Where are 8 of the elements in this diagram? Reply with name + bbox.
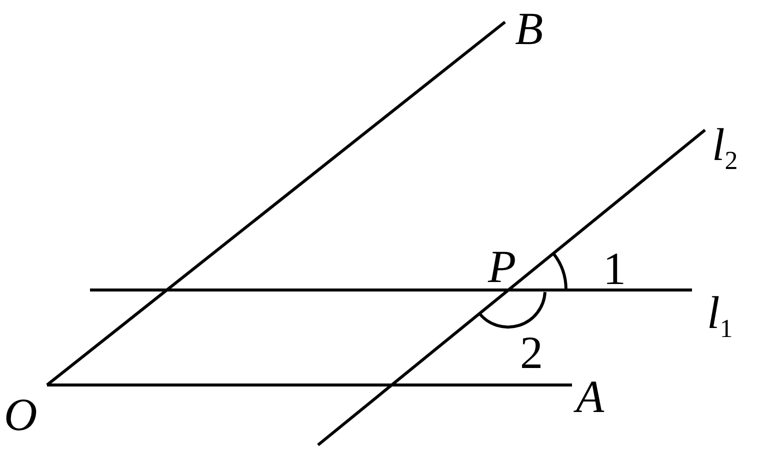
line-label: l$_{2}$	[712, 122, 738, 174]
point-label: B	[515, 6, 544, 52]
line-label: l$_{1}$	[707, 290, 733, 342]
point-label: P	[488, 244, 516, 290]
angle-label: 2	[520, 330, 543, 376]
point-label: A	[576, 374, 604, 420]
angle-label: 1	[603, 246, 626, 292]
point-label: O	[4, 392, 38, 438]
